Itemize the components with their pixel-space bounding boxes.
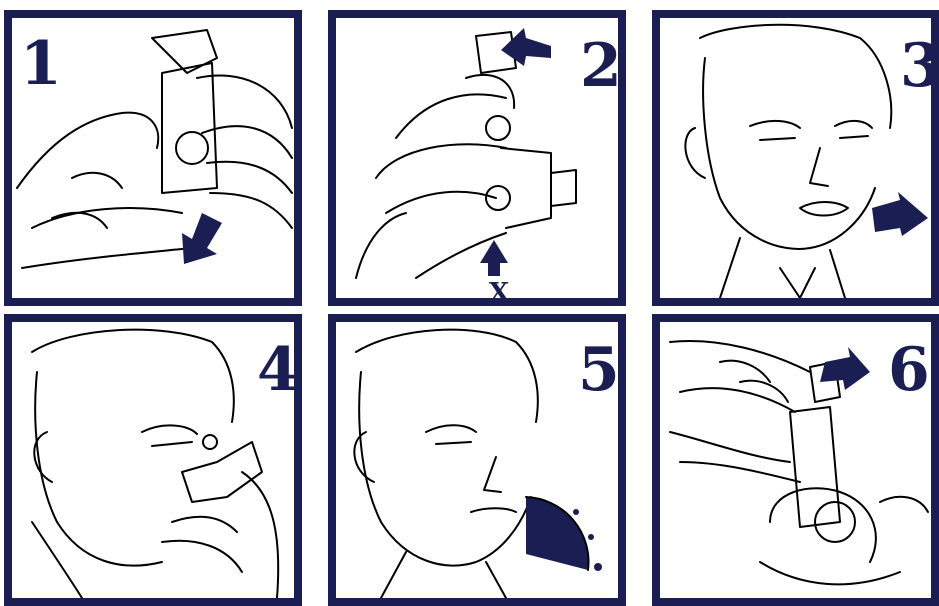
press-arrow-icon [501, 28, 551, 66]
step-panel-3: 3 [652, 10, 939, 306]
x-marker-label: X [489, 280, 509, 306]
step-panel-5: 5 [328, 314, 626, 606]
remove-arrow-icon [820, 347, 870, 390]
hand-pressing-inhaler-illustration [336, 18, 618, 298]
man-breathing-out-illustration [660, 18, 931, 298]
step-number: 4 [257, 340, 299, 400]
step-panel-1: 1 [4, 10, 302, 306]
step-panel-2: 2 X [328, 10, 626, 306]
step-panel-6: 6 [652, 314, 939, 606]
timer-dial-icon [526, 497, 602, 571]
step-number: 5 [578, 340, 620, 400]
step-number: 6 [888, 340, 930, 400]
man-holding-breath-illustration [336, 322, 618, 598]
up-arrow-icon [480, 240, 508, 276]
step-panel-4: 4 [4, 314, 302, 606]
shake-arrow-icon [182, 213, 222, 264]
man-using-inhaler-illustration [12, 322, 294, 598]
step-number: 2 [580, 36, 622, 96]
exhale-arrow-icon [872, 192, 928, 236]
step-number: 3 [900, 36, 939, 96]
step-number: 1 [20, 34, 62, 94]
